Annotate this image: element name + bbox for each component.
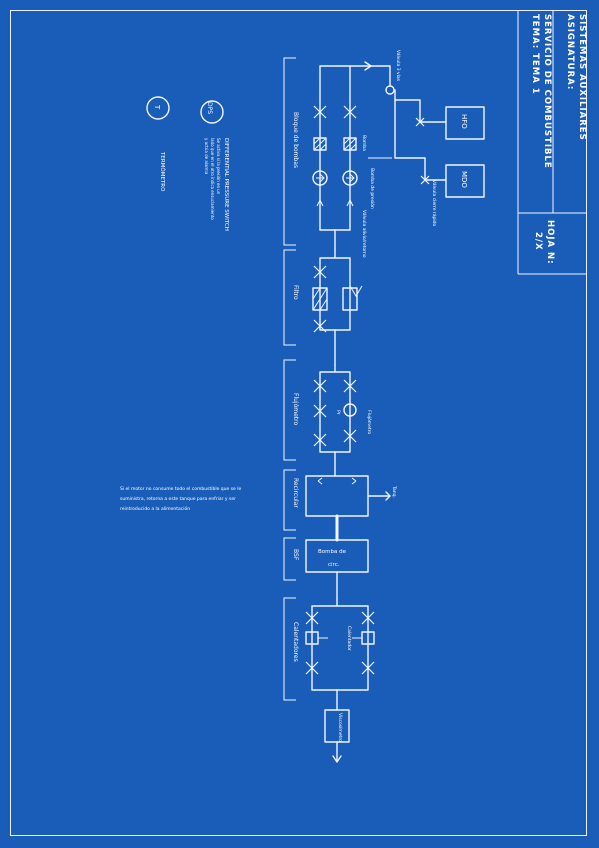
sheet-label: HOJA N: xyxy=(545,220,555,265)
booster-label: Bomba de xyxy=(318,549,347,555)
flowmeter-tag: Flujómetro xyxy=(366,410,373,434)
stage-flowmeter: Flujómetro xyxy=(292,393,299,425)
tank2-valve xyxy=(420,175,430,185)
pump-label: Bomba xyxy=(361,135,367,151)
dps-symbol-icon xyxy=(200,100,224,124)
drawing-frame xyxy=(10,10,587,836)
pump1-inlet-valve xyxy=(313,105,327,119)
return-note: Si el motor no consume todo el combustib… xyxy=(120,486,242,512)
mdo-label: MDO xyxy=(460,171,468,188)
relief-valve-label: Válvula alivio/retorno xyxy=(361,210,368,258)
pump1 xyxy=(312,170,328,186)
stage-pump-block: Bloque de bombas xyxy=(292,112,299,168)
topic-label: TEMA: TEMA 1 xyxy=(530,14,540,95)
three-way-valve xyxy=(385,85,395,95)
stage-heater: Calentadores xyxy=(292,622,299,662)
pump2-inlet-valve xyxy=(343,105,357,119)
pump2 xyxy=(342,170,358,186)
dps-line1: Se activa si la presión en un xyxy=(216,138,221,195)
heater-tag: Calentador xyxy=(346,626,352,651)
flowmeter-gauge xyxy=(343,403,357,417)
viscosimeter-label: Viscosímetro xyxy=(337,713,344,742)
supply-piping: Válvula 3 vías Válvula cierre rápido xyxy=(319,50,447,231)
stage-brackets: Bloque de bombas Filtro Flujómetro Recir… xyxy=(283,57,299,701)
dps-symbol-text: DPS xyxy=(206,102,213,114)
flowmeter-stage: Flujómetro Pr xyxy=(313,364,373,477)
tank-out-label: Tanq. xyxy=(391,485,397,498)
booster-unit: Bomba de circ. xyxy=(305,539,369,601)
stage-return-tank: Recircular xyxy=(292,478,299,508)
return-tank: Tanq. xyxy=(305,475,397,542)
thermometer-symbol-icon xyxy=(146,96,170,120)
dps-line3: y actúa de alarma xyxy=(204,138,209,175)
subject-label: ASIGNATURA: xyxy=(565,14,575,90)
note-line2: suministra, retorna a este tanque para e… xyxy=(120,496,236,502)
viscosimeter-box xyxy=(324,709,350,743)
three-way-valve-label: Válvula 3 vías xyxy=(395,50,402,82)
tank1-valve xyxy=(415,117,425,127)
viscosimeter: Viscosímetro xyxy=(324,709,350,763)
note-line3: reintroducido a la alimentación xyxy=(120,505,190,512)
topic-value: SERVICIO DE COMBUSTIBLE xyxy=(542,14,552,169)
note-line1: Si el motor no consume todo el combustib… xyxy=(120,486,242,492)
stage-bsf: BSF xyxy=(292,549,299,561)
quick-close-label: Válvula cierre rápido xyxy=(431,180,438,226)
heater-stage: Calentador xyxy=(305,599,375,711)
hfo-tank xyxy=(445,106,485,140)
pressure-pump-label: Bomba de presión xyxy=(369,168,376,209)
pump-block: Bomba Bomba de presión Válvula alivio/re… xyxy=(312,105,392,258)
flowmeter-sub: Pr xyxy=(335,410,341,415)
subject-value: SISTEMAS AUXILIARES xyxy=(577,14,587,141)
tanks: HFO MDO xyxy=(445,106,485,198)
filter-stage xyxy=(312,249,363,366)
t-title: TERMÓMETRO xyxy=(159,151,166,192)
dps-line2: lado que en el otro indica ensuciamiento xyxy=(210,138,215,220)
hfo-label: HFO xyxy=(460,114,468,129)
booster-label2: circ. xyxy=(328,562,340,568)
t-symbol-text: T xyxy=(153,104,161,110)
mdo-tank xyxy=(445,164,485,198)
stage-filter: Filtro xyxy=(292,285,299,300)
title-block: ASIGNATURA: SISTEMAS AUXILIARES TEMA: TE… xyxy=(517,10,587,275)
sheet-value: 2/X xyxy=(533,232,543,251)
return-tank-box xyxy=(305,475,369,517)
dps-title: DIFFERENTIAL PRESSURE SWITCH xyxy=(223,138,229,231)
legend: DPS DIFFERENTIAL PRESSURE SWITCH Se acti… xyxy=(146,96,229,231)
